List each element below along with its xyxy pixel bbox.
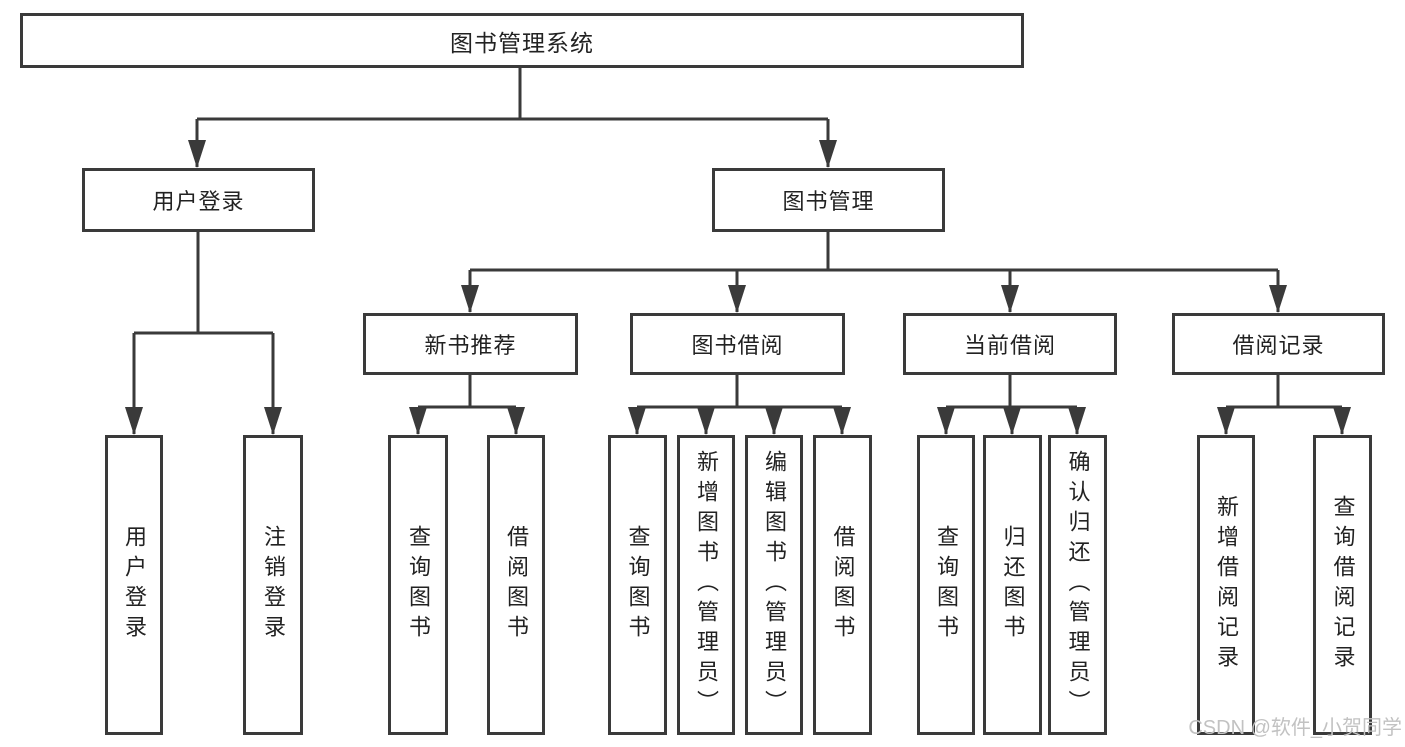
leaf-cb-query-books: 查询图书 bbox=[917, 435, 975, 735]
connector-book-mgmt-to-level3 bbox=[461, 232, 1287, 313]
connector-root-to-level2 bbox=[188, 68, 837, 168]
leaf-br-query-record: 查询借阅记录 bbox=[1313, 435, 1372, 735]
csdn-watermark: CSDN @软件_小贺同学 bbox=[1188, 717, 1402, 739]
leaf-bb-borrow-books: 借阅图书 bbox=[813, 435, 872, 735]
connector-new-rec-to-leaves bbox=[409, 375, 525, 435]
connector-borrow-record-to-leaves bbox=[1217, 375, 1351, 435]
node-book-borrow: 图书借阅 bbox=[630, 313, 845, 375]
node-user-login: 用户登录 bbox=[82, 168, 315, 232]
leaf-cb-return-books: 归还图书 bbox=[983, 435, 1042, 735]
leaf-logout: 注销登录 bbox=[243, 435, 303, 735]
leaf-bb-query-books: 查询图书 bbox=[608, 435, 667, 735]
leaf-bb-edit-books-admin: 编辑图书（管理员） bbox=[745, 435, 803, 735]
connector-user-login-to-leaves bbox=[125, 232, 282, 435]
connector-current-borrow-to-leaves bbox=[937, 375, 1086, 435]
leaf-user-login: 用户登录 bbox=[105, 435, 163, 735]
leaf-nbr-borrow-books: 借阅图书 bbox=[487, 435, 545, 735]
leaf-br-add-record: 新增借阅记录 bbox=[1197, 435, 1255, 735]
node-current-borrow: 当前借阅 bbox=[903, 313, 1117, 375]
leaf-bb-add-books-admin: 新增图书（管理员） bbox=[677, 435, 735, 735]
leaf-cb-confirm-return-admin: 确认归还（管理员） bbox=[1048, 435, 1107, 735]
node-borrow-record: 借阅记录 bbox=[1172, 313, 1385, 375]
node-root: 图书管理系统 bbox=[20, 13, 1024, 68]
node-book-management: 图书管理 bbox=[712, 168, 945, 232]
leaf-nbr-query-books: 查询图书 bbox=[388, 435, 448, 735]
connector-book-borrow-to-leaves bbox=[628, 375, 851, 435]
node-new-book-recommend: 新书推荐 bbox=[363, 313, 578, 375]
